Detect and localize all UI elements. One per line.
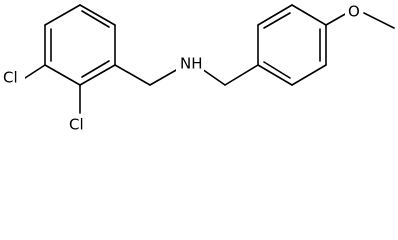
bond-methylene-left-to-nh (149, 68, 179, 86)
cl-top-label: Cl (3, 69, 18, 87)
oxygen-label: O (348, 3, 360, 21)
cl-bottom-label: Cl (69, 116, 84, 134)
right-benzene-ring (257, 4, 327, 86)
chemical-structure: Cl Cl NH O (1, 3, 395, 134)
aromatic-bond-right-ring-c (263, 61, 291, 79)
bond-ring-to-methylene-left (114, 64, 151, 86)
linker-bonds (201, 64, 259, 86)
left-substituent-bonds (24, 64, 179, 114)
cl-top-label-background (1, 69, 25, 87)
bond-left-ring-6 (44, 4, 81, 26)
methoxy-bonds (325, 12, 395, 29)
bond-left-ring-1 (79, 4, 116, 26)
bond-ring-to-cl-top (24, 64, 46, 79)
aromatic-bond-left-ring-b (81, 60, 110, 78)
bond-right-ring-2 (291, 4, 327, 26)
oxygen-label-background (345, 3, 362, 21)
left-benzene-ring (44, 4, 116, 86)
aromatic-bond-left-ring-a (81, 10, 110, 28)
bond-right-ring-4 (291, 64, 327, 86)
cl-bottom-label-background (66, 116, 90, 134)
bond-left-ring-4 (44, 64, 81, 86)
nh-label-background (176, 55, 204, 73)
aromatic-bond-right-ring-a (263, 12, 291, 29)
nh-label: NH (180, 55, 203, 73)
bond-left-ring-3 (79, 64, 116, 86)
bond-nh-to-methylene-right (201, 68, 226, 86)
bond-methylene-right-to-ring (224, 64, 259, 86)
bond-right-ring-1 (257, 4, 293, 26)
bond-ring-to-oxygen (325, 12, 348, 26)
atom-labels: Cl Cl NH O (1, 3, 362, 134)
bond-oxygen-to-methyl (363, 12, 395, 29)
bond-right-ring-5 (257, 64, 293, 86)
